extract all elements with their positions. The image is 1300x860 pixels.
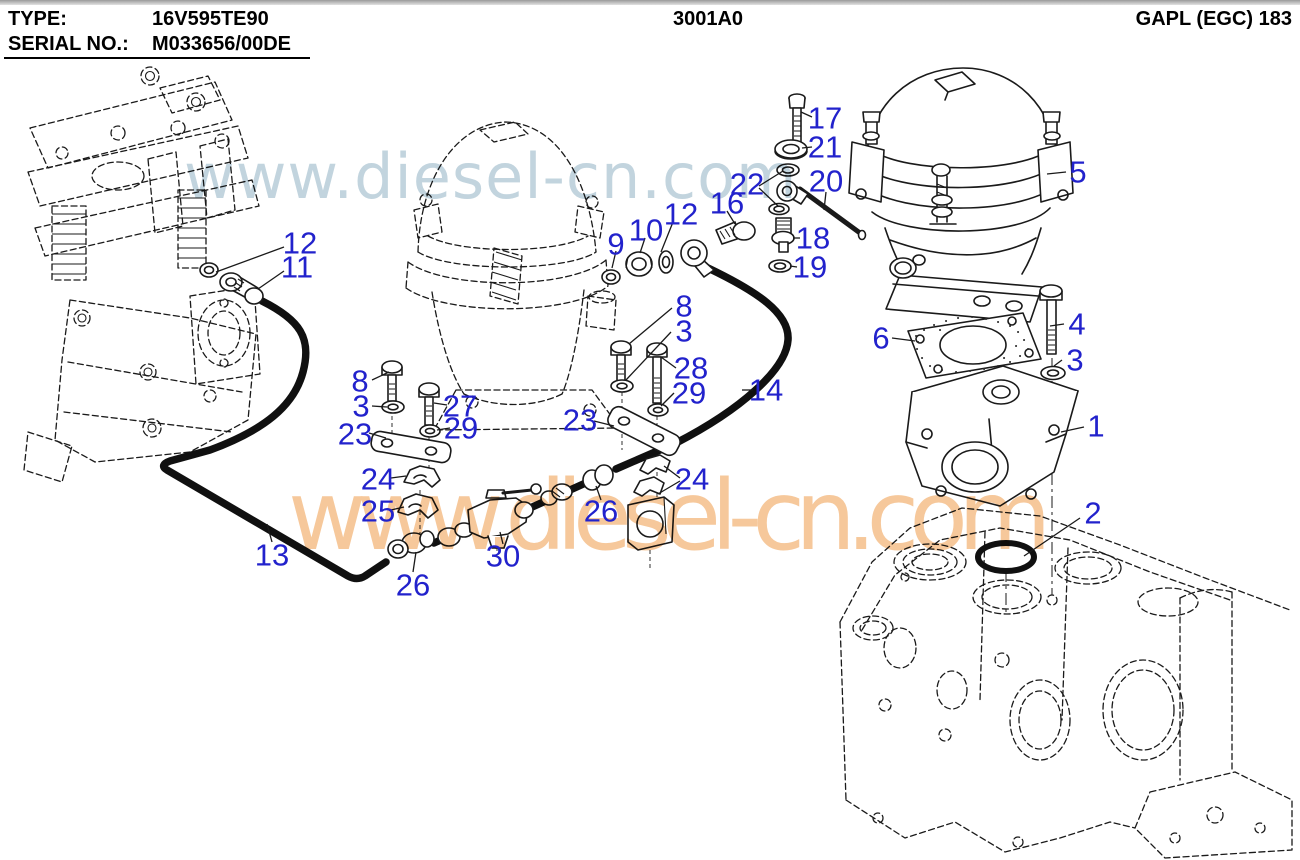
nut-10 — [625, 251, 653, 277]
clamp-half-24-left — [403, 465, 441, 488]
banjo-bolt-18 — [771, 217, 795, 253]
clamp-block — [627, 496, 675, 551]
fuel-filter-5 — [848, 67, 1074, 323]
o-ring-2 — [975, 540, 1037, 574]
bolt-28 — [646, 342, 668, 404]
union-26-mid — [582, 464, 614, 491]
serial-value: M033656/00DE — [152, 33, 291, 55]
engine-block-left — [23, 66, 261, 483]
serial-label: SERIAL NO.: — [8, 33, 129, 55]
catalog-ref: GAPL (EGC) 183 — [1135, 8, 1292, 30]
bolt-8-center — [610, 340, 632, 382]
washer-3-right — [1040, 365, 1066, 381]
union-26-left — [387, 530, 435, 559]
callout-leaders — [215, 111, 1085, 573]
fitting-11 — [219, 272, 264, 305]
bolt-4 — [1039, 284, 1063, 355]
fuel-pipe-20 — [797, 186, 867, 241]
top-edge-bar — [0, 0, 1300, 5]
sleeve-fitting-mid — [540, 483, 573, 506]
fuel-pipe-13 — [159, 297, 390, 583]
watermark-middle: www.diesel-cn.com — [288, 460, 1051, 572]
washer-12-mid — [658, 250, 674, 274]
banjo-union-20 — [776, 180, 809, 205]
washer-22-lower — [768, 202, 790, 216]
drawing-code: 3001A0 — [673, 8, 744, 30]
bolt-27 — [418, 382, 440, 426]
reference-filter-assembly — [405, 121, 621, 431]
cylinder-block-right — [839, 507, 1293, 859]
washer-29-left — [419, 424, 441, 438]
bolt-8-left — [381, 360, 403, 402]
washer-3-center — [610, 379, 634, 393]
cover-housing-1 — [905, 365, 1079, 507]
gasket-6 — [907, 312, 1042, 379]
washer-22-upper — [776, 163, 800, 177]
clamp-plate-23-left — [370, 430, 452, 464]
bolt-17 — [788, 93, 806, 145]
watermark-top: www.diesel-cn.com — [184, 140, 798, 213]
clamp-plate-23-center — [607, 405, 681, 457]
clamp-half-25 — [397, 493, 439, 519]
elbow-union-12 — [680, 239, 715, 278]
type-value: 16V595TE90 — [152, 8, 269, 30]
washer-9 — [601, 269, 621, 285]
drain-valve-30 — [437, 483, 542, 549]
serial-underline — [4, 57, 310, 59]
type-label: TYPE: — [8, 8, 67, 30]
clamp-halves-24-center — [633, 454, 671, 497]
washer-29-center — [647, 403, 669, 417]
nut-21 — [774, 139, 808, 160]
washer-19 — [768, 259, 792, 273]
connector-16 — [715, 221, 756, 245]
washer-12-left — [199, 262, 219, 278]
